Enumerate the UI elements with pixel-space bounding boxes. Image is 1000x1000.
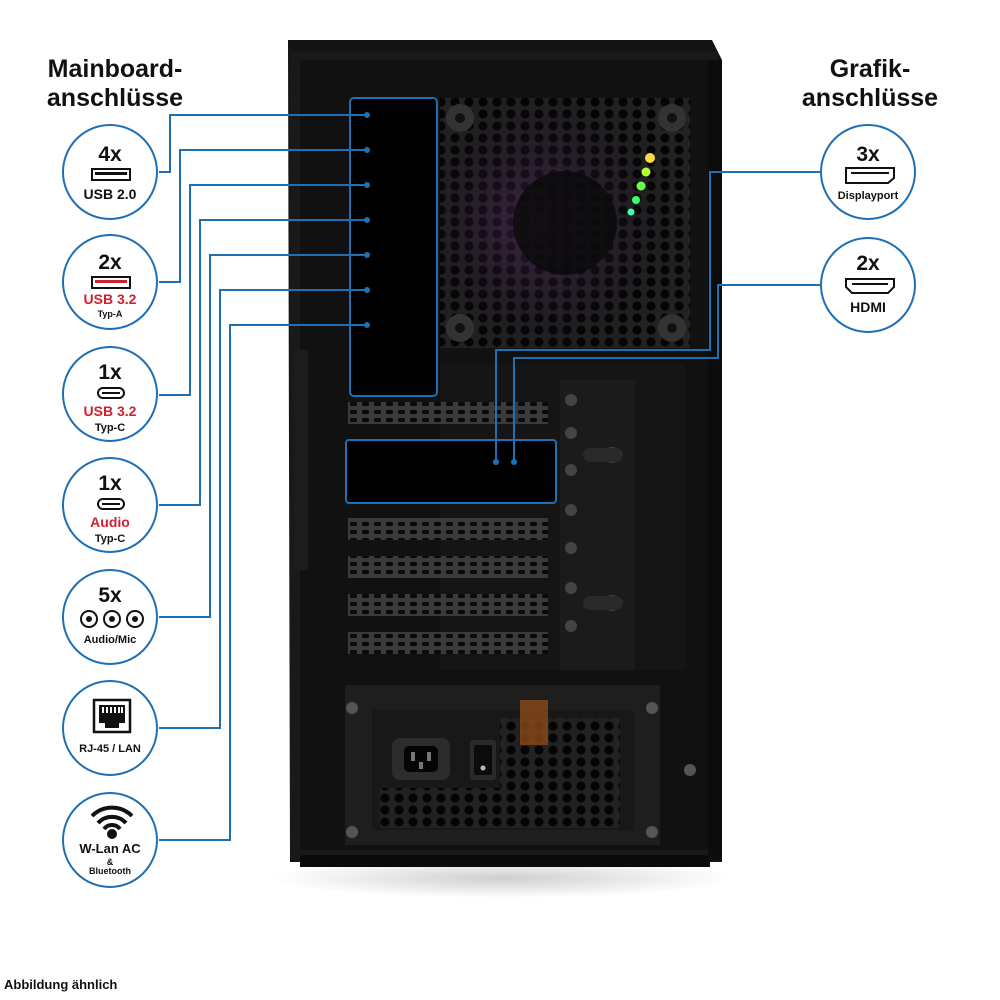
usb-a-port-icon	[91, 168, 131, 181]
badge-usb-2-0: 4x USB 2.0	[62, 124, 158, 220]
badge-wlan-bluetooth: W-Lan AC & Bluetooth	[62, 792, 158, 888]
port-label: Audio	[90, 514, 130, 530]
wifi-icon	[90, 805, 134, 839]
badge-usb-3-2-typ-c: 1x USB 3.2 Typ-C	[62, 346, 158, 442]
heading-line-2: anschlüsse	[46, 84, 184, 112]
audio-jack-icon	[80, 610, 144, 628]
port-count: 3x	[856, 143, 880, 166]
port-count: 1x	[98, 361, 122, 384]
ethernet-port-icon	[92, 698, 132, 734]
badge-hdmi: 2x HDMI	[820, 237, 916, 333]
heading-line-1: Mainboard-	[47, 55, 183, 83]
port-label: Audio/Mic	[83, 634, 137, 646]
port-label: USB 3.2	[83, 291, 137, 307]
port-count: 5x	[98, 584, 122, 607]
usb-c-port-icon	[97, 387, 125, 399]
mainboard-ports-heading: Mainboard- anschlüsse	[30, 55, 200, 113]
port-sublabel-2: Bluetooth	[89, 866, 131, 876]
port-label: Displayport	[837, 190, 899, 202]
heading-line-2: anschlüsse	[801, 84, 939, 112]
heading-line-1: Grafik-	[829, 55, 911, 83]
badge-audio-typ-c: 1x Audio Typ-C	[62, 457, 158, 553]
port-count: 4x	[98, 143, 122, 166]
graphics-ports-heading: Grafik- anschlüsse	[790, 55, 950, 113]
port-sublabel: Typ-C	[94, 533, 126, 545]
port-sublabel: Typ-C	[94, 422, 126, 434]
port-count: 2x	[856, 252, 880, 275]
usb-a-red-port-icon	[91, 276, 131, 289]
footnote: Abbildung ähnlich	[4, 977, 118, 992]
port-sublabel: Typ-A	[97, 309, 123, 319]
badge-displayport: 3x Displayport	[820, 124, 916, 220]
port-label: W-Lan AC	[79, 841, 141, 856]
port-label: USB 2.0	[83, 186, 137, 202]
port-label: USB 3.2	[83, 403, 137, 419]
hdmi-icon	[845, 278, 895, 294]
port-count: 1x	[98, 472, 122, 495]
badge-rj45-lan: RJ-45 / LAN	[62, 680, 158, 776]
usb-c-port-icon	[97, 498, 125, 510]
port-count: 2x	[98, 251, 122, 274]
port-label: HDMI	[850, 299, 886, 315]
port-label: RJ-45 / LAN	[79, 743, 141, 755]
badge-audio-mic: 5x Audio/Mic	[62, 569, 158, 665]
port-sublabel: &	[106, 857, 114, 867]
badge-usb-3-2-typ-a: 2x USB 3.2 Typ-A	[62, 234, 158, 330]
displayport-icon	[845, 167, 895, 184]
